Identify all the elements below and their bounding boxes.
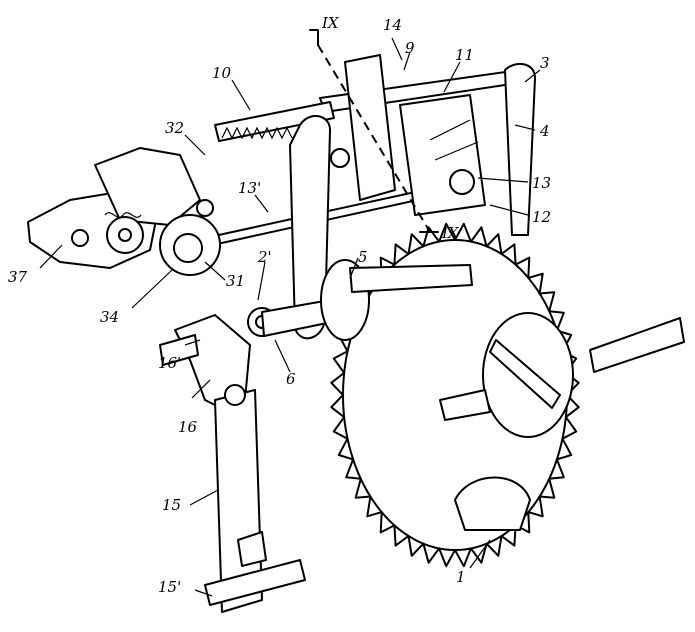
leader-lines	[39, 37, 541, 597]
label-16p: 16'	[158, 354, 181, 372]
label-4: 4	[539, 122, 550, 140]
label-13: 13	[532, 174, 551, 192]
label-5: 5	[358, 248, 368, 266]
label-2p: 2'	[257, 248, 272, 266]
label-34: 34	[100, 308, 119, 326]
section-line-ix	[309, 29, 439, 233]
upper-carriage	[204, 54, 536, 247]
label-11: 11	[455, 46, 474, 64]
lower-lever	[159, 314, 306, 613]
reference-labels: 14 9 11 3 4 13 12 10 32 13' 37 34 31 2' …	[8, 14, 551, 596]
label-32: 32	[165, 119, 184, 137]
label-3: 3	[540, 54, 550, 72]
section-label-top: IX	[321, 14, 340, 32]
label-10: 10	[212, 64, 232, 82]
section-label-bottom: IX	[441, 224, 460, 242]
label-6: 6	[286, 370, 296, 388]
left-cam-assembly	[27, 147, 221, 276]
gear-wheel	[330, 222, 685, 568]
label-31: 31	[226, 272, 245, 290]
label-16: 16	[178, 418, 198, 436]
label-13p: 13'	[238, 179, 261, 197]
small-gear	[320, 259, 473, 341]
label-12: 12	[532, 208, 551, 226]
label-14: 14	[383, 16, 402, 34]
central-lever	[247, 115, 333, 340]
label-9: 9	[405, 39, 415, 57]
label-37: 37	[8, 268, 28, 286]
label-1: 1	[456, 568, 466, 586]
label-15p: 15'	[158, 578, 181, 596]
label-15: 15	[162, 496, 181, 514]
